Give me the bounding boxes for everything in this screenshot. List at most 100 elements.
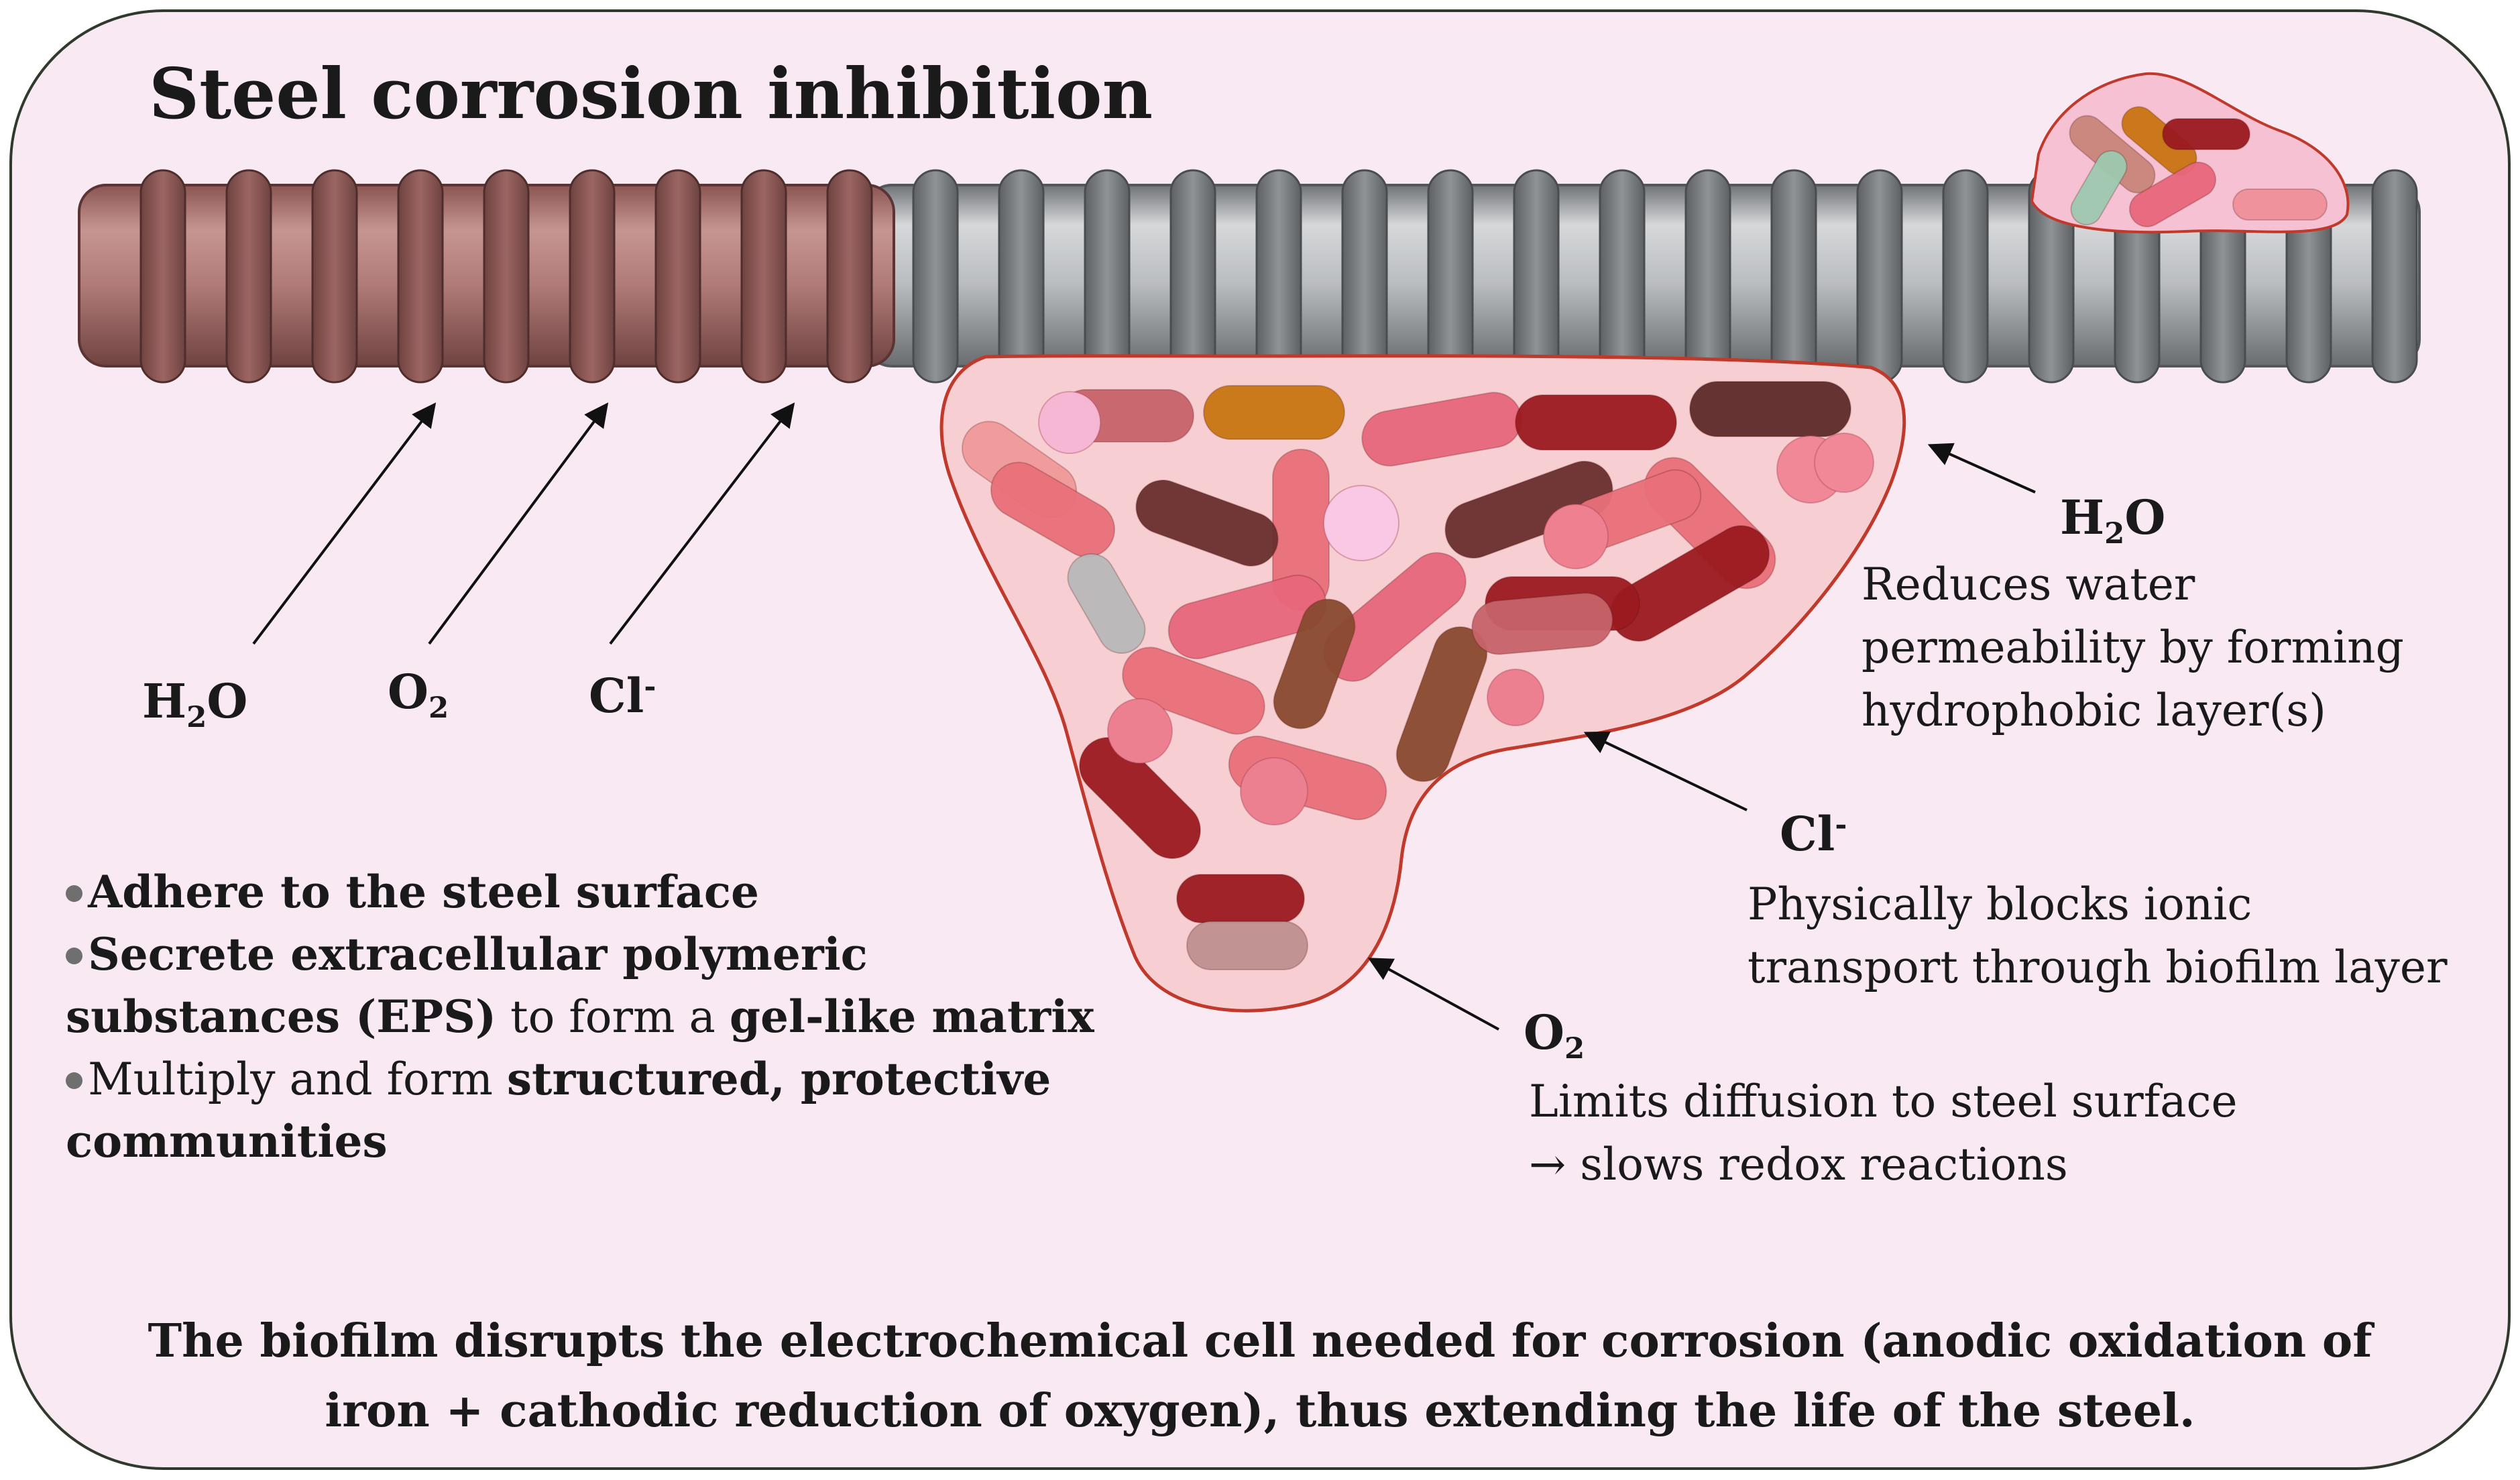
footer-summary: The biofilm disrupts the electrochemical… [0,1306,2520,1446]
callout-line: → slows redox reactions [1529,1139,2068,1190]
formula-base: Cl [589,668,644,724]
label-h2o-incoming: H2O [142,673,247,734]
rebar-rib [1169,169,1216,384]
bacterium [1186,921,1308,970]
rebar-rib [569,169,616,384]
callout-line: hydrophobic layer(s) [1862,685,2326,736]
coccus [1323,485,1399,561]
bacterium [1203,385,1345,440]
callout-o2-species: O2 [1524,1005,1585,1066]
rebar-rib [1770,169,1817,384]
coccus [1240,757,1308,826]
bullet-line: Secrete extracellular polymeric [66,923,1094,986]
bullet-line: Adhere to the steel surface [66,861,1094,923]
bullet-text: Adhere to the steel surface [88,866,760,918]
bacterium [1689,381,1851,437]
bullet-text: Multiply and form [88,1054,507,1105]
formula-subscript: 2 [2104,516,2125,551]
steel-rebar-ribs [912,169,2418,384]
formula-base: O [1524,1005,1564,1060]
biofilm-small [2030,72,2350,234]
bullet-dot-icon [66,948,83,965]
formula-base: Cl [1780,806,1835,862]
arrow-o2-callout [1367,958,1499,1031]
rebar-rib [912,169,959,384]
rebar-rib [225,169,272,384]
bacterium [1444,460,1613,559]
formula-superscript: - [644,669,656,704]
bullet-line: Multiply and form structured, protective [66,1048,1094,1111]
coccus [1814,433,1874,493]
biofilm-bacteria [961,381,1874,970]
rebar-rib [998,169,1045,384]
rebar [78,169,2421,384]
bacterium [1471,592,1613,655]
bullet-text: gel-like matrix [729,990,1094,1043]
formula-subscript: 2 [1564,1031,1585,1066]
callout-cl-description: Physically blocks ionic transport throug… [1748,873,2448,999]
rebar-rib [826,169,873,384]
coccus [1107,698,1173,764]
callout-line: transport through biofilm layer [1748,942,2448,993]
formula-rest: O [207,673,248,729]
label-cl-incoming: Cl- [589,668,656,729]
rebar-rib [311,169,358,384]
bullet-text: Secrete extracellular polymeric [88,928,868,980]
rebar-rib [1427,169,1474,384]
callout-line: Reduces water [1862,559,2195,610]
bacterium [1273,598,1356,730]
bullet-dot-icon [66,885,83,903]
formula-rest: O [2124,490,2166,545]
formula-base: H [2060,490,2105,545]
arrow-o2-incoming [428,402,609,645]
bacterium [2070,150,2128,226]
rebar-rib [397,169,444,384]
bacterium [2162,118,2250,150]
biofilm-small-bacteria [2069,106,2328,227]
bacterium [2128,162,2217,227]
rebar-rib [1513,169,1560,384]
bullet-text: substances (EPS) [66,990,497,1043]
callout-h2o-description: Reduces water permeability by forming hy… [1862,553,2404,742]
coccus [1487,669,1544,726]
callout-h2o-species: H2O [2060,490,2165,551]
bacterium [1078,736,1202,860]
arrow-cl-callout [1583,731,1748,811]
bacterium [990,461,1116,558]
rebar-rib [483,169,530,384]
arrow-h2o-incoming [252,402,437,645]
bullet-text: to form a [496,991,730,1043]
formula-base: H [142,673,187,729]
rebar-rib [1856,169,1903,384]
footer-line: The biofilm disrupts the electrochemical… [148,1314,2372,1368]
arrow-h2o-callout [1927,443,2036,494]
rebar-rib [1084,169,1131,384]
bullet-line: communities [66,1111,1094,1173]
bullet-text: structured, protective [506,1053,1051,1105]
callout-cl-species: Cl- [1780,806,1847,867]
arrows [252,402,2036,1031]
rebar-rib [139,169,186,384]
arrow-cl-incoming [609,402,795,645]
rebar-rib [2371,169,2418,384]
bullet-text: communities [66,1115,388,1168]
bacterium [2232,188,2328,221]
callout-line: Limits diffusion to steel surface [1529,1076,2238,1127]
rebar-rib [654,169,701,384]
bacterium [1176,874,1305,923]
page-title: Steel corrosion inhibition [149,52,1153,135]
coccus [1543,504,1609,569]
bacterium [1135,479,1279,567]
rebar-rib [1341,169,1388,384]
formula-subscript: 2 [428,690,449,725]
bacterium [1167,574,1327,660]
rebar-rib [1942,169,1989,384]
bacterium [1395,626,1488,783]
bacterium [1067,553,1146,654]
bullet-line: substances (EPS) to form a gel-like matr… [66,986,1094,1048]
rebar-rib [1255,169,1302,384]
bullet-dot-icon [66,1072,83,1090]
formula-subscript: 2 [186,699,207,734]
